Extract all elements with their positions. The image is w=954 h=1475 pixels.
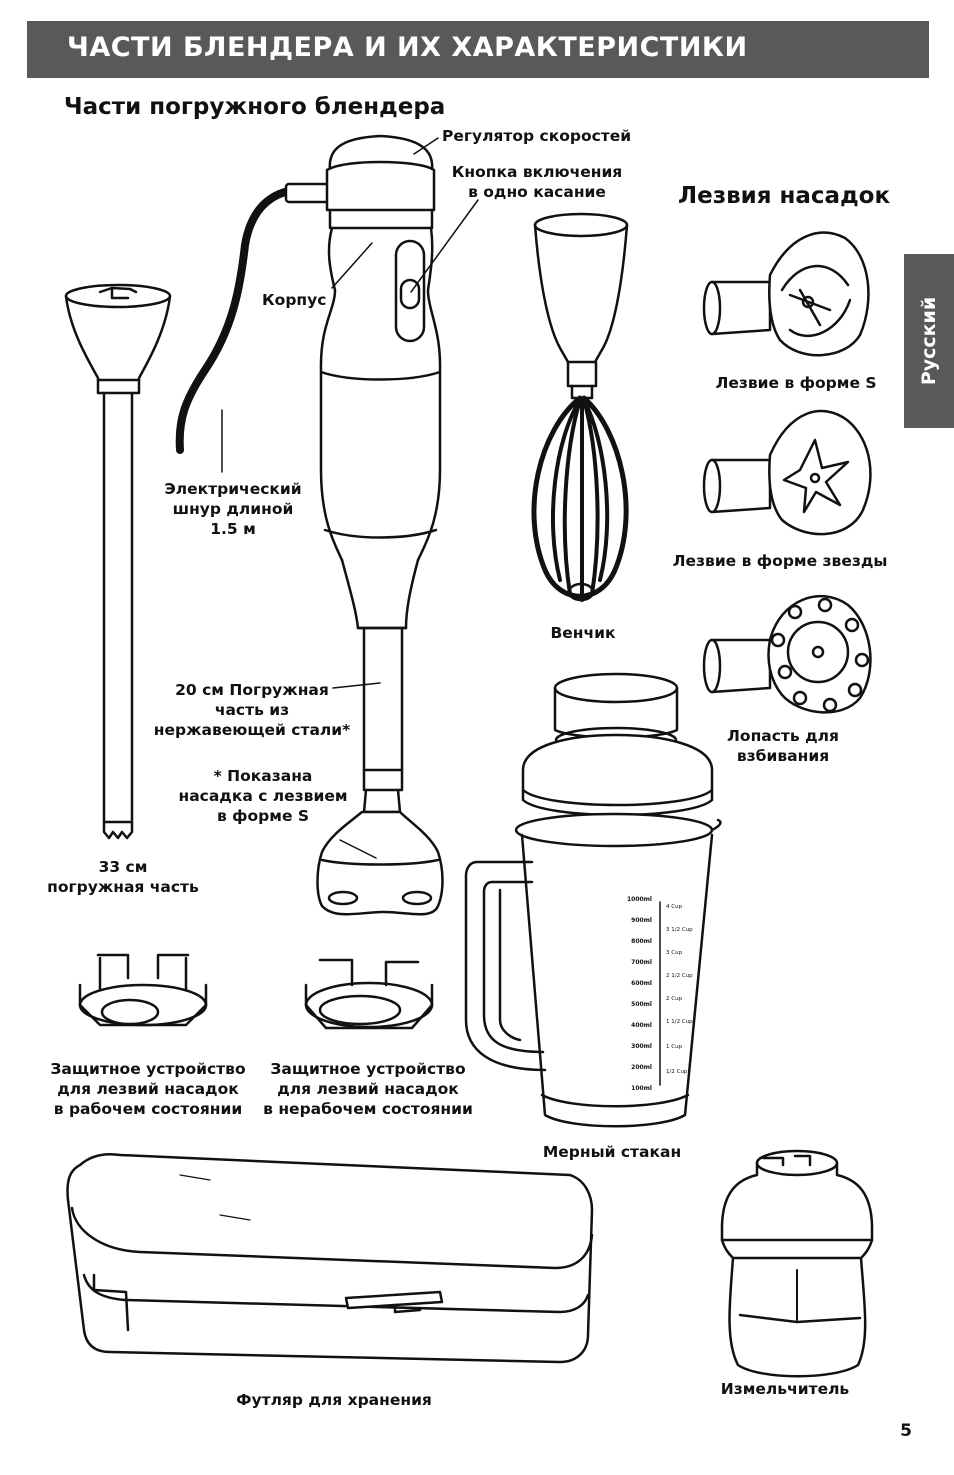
cord-illustration (175, 182, 330, 454)
s-blade-illustration (702, 231, 870, 357)
jar-cup-mark: 2 Cup (666, 996, 683, 1002)
jar-cup-mark: 4 Cup (666, 904, 683, 910)
label-footnote: * Показана насадка с лезвием в форме S (178, 767, 348, 825)
jar-illustration (464, 672, 722, 1128)
jar-cup-mark: 3 1/2 Cup (666, 927, 693, 933)
shaft-33cm-illustration (64, 283, 172, 840)
jar-ml-mark: 900ml (631, 917, 652, 924)
jar-ml-mark: 600ml (631, 980, 652, 987)
label-chopper: Измельчитель (720, 1380, 850, 1398)
jar-cup-mark: 3 Cup (666, 950, 683, 956)
guard-off-illustration (304, 958, 434, 1030)
label-jar: Мерный стакан (542, 1143, 682, 1161)
jar-ml-mark: 200ml (631, 1064, 652, 1071)
label-case: Футляр для хранения (236, 1391, 432, 1409)
label-cord: Электрический шнур длиной 1.5 м (164, 480, 302, 538)
section-title-blender-parts: Части погружного блендера (64, 94, 446, 120)
chopper-illustration (720, 1149, 874, 1378)
label-star-blade: Лезвие в форме звезды (672, 552, 888, 570)
jar-ml-mark: 1000ml (626, 896, 652, 903)
jar-ml-mark: 700ml (631, 959, 652, 966)
page-number: 5 (900, 1421, 912, 1441)
label-whisk: Венчик (550, 624, 616, 642)
whisk-illustration (531, 212, 629, 602)
label-one-touch-button: Кнопка включения в одно касание (451, 163, 623, 201)
jar-ml-mark: 500ml (631, 1001, 652, 1008)
jar-cup-mark: 1 Cup (666, 1044, 683, 1050)
jar-cup-mark: 2 1/2 Cup (666, 973, 693, 979)
leader-lines (221, 137, 479, 859)
jar-ml-mark: 100ml (631, 1085, 652, 1092)
jar-ml-mark: 300ml (631, 1043, 652, 1050)
label-s-blade: Лезвие в форме S (715, 374, 877, 392)
guard-on-illustration (78, 953, 208, 1027)
label-speed-control: Регулятор скоростей (442, 127, 632, 145)
label-frother: Лопасть для взбивания (727, 727, 839, 765)
label-guard-off: Защитное устройство для лезвий насадок в… (263, 1060, 473, 1118)
label-shaft-33cm: 33 см погружная часть (47, 858, 199, 896)
case-illustration (66, 1153, 594, 1364)
label-body: Корпус (262, 291, 327, 309)
jar-ml-mark: 400ml (631, 1022, 652, 1029)
page-title: ЧАСТИ БЛЕНДЕРА И ИХ ХАРАКТЕРИСТИКИ (67, 32, 748, 63)
frother-illustration (702, 594, 872, 714)
header-banner: ЧАСТИ БЛЕНДЕРА И ИХ ХАРАКТЕРИСТИКИ (27, 21, 929, 78)
label-shaft-20cm: 20 см Погружная часть из нержавеющей ста… (153, 681, 351, 739)
section-title-blades: Лезвия насадок (678, 183, 891, 209)
jar-cup-mark: 1 1/2 Cup (666, 1019, 693, 1025)
language-tab: Русский (904, 254, 954, 428)
label-guard-on: Защитное устройство для лезвий насадок в… (50, 1060, 246, 1118)
blender-body-illustration (316, 134, 444, 916)
jar-ml-mark: 800ml (631, 938, 652, 945)
star-blade-illustration (702, 409, 872, 536)
jar-cup-mark: 1/2 Cup (666, 1069, 688, 1075)
